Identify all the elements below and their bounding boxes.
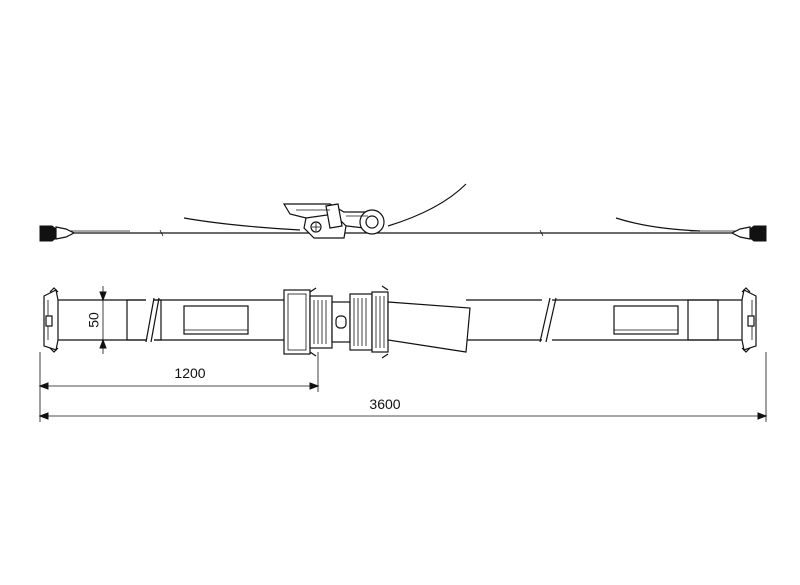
buckle-release-tab [335,315,347,329]
dimension-label-fixed-end: 1200 [174,365,205,381]
side-strap-curve-right [615,217,701,232]
buckle-side-plate-left [309,295,333,349]
top-view [43,285,757,359]
dimension-total-length: 3600 [38,352,768,422]
dimension-label-width: 50 [86,312,102,328]
stitch-section-right-end [687,299,719,341]
end-hook-right [741,287,757,353]
side-ratchet [282,203,385,239]
dimension-strap-width: 50 [86,286,120,354]
side-break-mark-right [539,229,544,237]
label-patch-left [183,305,249,335]
strap-loose-tail [387,301,471,353]
side-end-hook-right [730,225,767,242]
break-mark-left [145,297,160,343]
stitch-section-left-end [126,299,162,341]
side-break-mark-left [159,229,164,237]
ratchet-buckle [283,285,389,359]
dimension-fixed-end: 1200 [38,352,320,392]
side-strap-free-end [387,183,467,227]
break-mark-right [539,297,557,343]
buckle-spool [349,293,373,351]
side-end-hook-left [39,225,76,242]
end-hook-left [43,287,59,353]
side-strap-curve-left [183,217,301,231]
side-view [39,183,767,242]
dimension-label-total: 3600 [369,396,400,412]
label-patch-right [613,305,679,335]
